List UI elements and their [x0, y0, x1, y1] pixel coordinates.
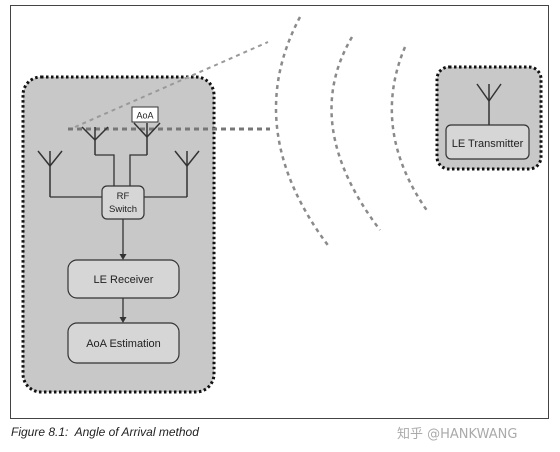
transmitter-antenna-icon [476, 83, 502, 125]
aoa-estimation-label: AoA Estimation [86, 338, 161, 350]
le-transmitter-label: LE Transmitter [452, 138, 524, 150]
incoming-signal-line [74, 41, 269, 128]
rf-switch-label-line1: RF [117, 191, 130, 202]
rf-switch-label-line2: Switch [109, 204, 137, 215]
antenna-connections [50, 154, 187, 198]
receiver-antenna-right-icon [174, 150, 200, 197]
arrow-receiver-to-estimation [119, 298, 127, 323]
watermark: 知乎 @HANKWANG [397, 427, 518, 442]
receiver-antenna-left-icon [37, 150, 63, 197]
wavefront-1 [274, 16, 331, 249]
receiver-antenna-center-left-icon [81, 126, 109, 155]
aoa-tag-label: AoA [136, 111, 153, 121]
aoa-tag-box [131, 106, 159, 123]
arrow-switch-to-receiver [119, 219, 127, 260]
le-receiver-label: LE Receiver [94, 274, 154, 286]
aoa-estimation-box [67, 322, 180, 364]
figure-caption: Figure 8.1: Angle of Arrival method [11, 425, 199, 439]
le-transmitter-box [445, 124, 530, 160]
receiver-panel [21, 75, 216, 394]
receiver-antenna-center-right-icon [133, 122, 161, 155]
wavefront-2 [330, 36, 381, 231]
